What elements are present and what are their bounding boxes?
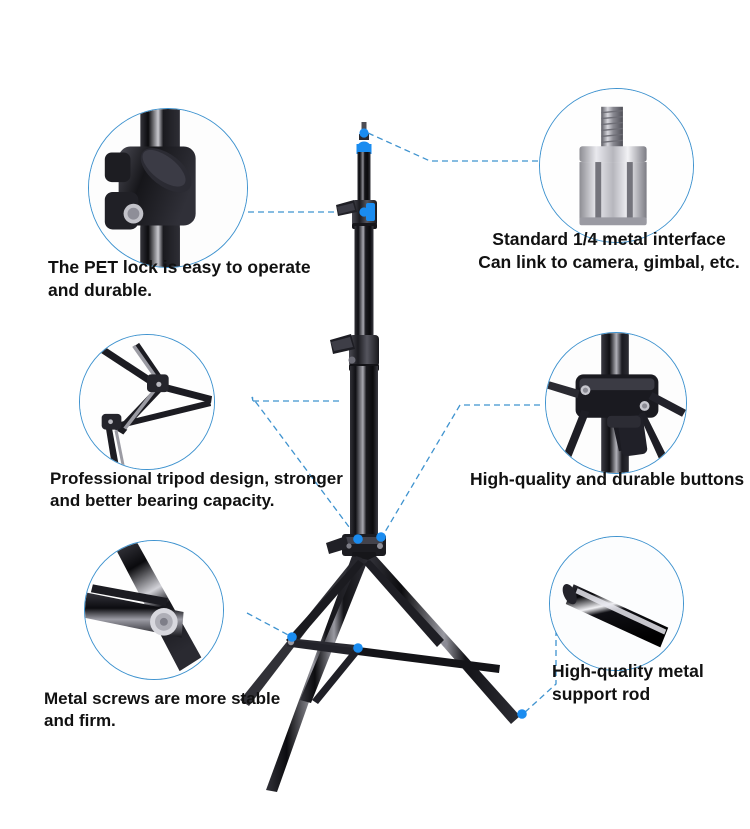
lock-clamp-photo [89,109,247,267]
hub-buttons-photo [546,333,686,473]
black-rod-photo [550,537,683,670]
callout-pet-lock [88,108,248,268]
tripod-legs-photo [80,335,214,469]
callout-durable-buttons [545,332,687,474]
caption-tripod-design: Professional tripod design, stronger and… [50,469,343,511]
caption-pet-lock: The PET lock is easy to operate and dura… [48,257,311,301]
callout-metal-screws [84,540,224,680]
callout-support-rod [549,536,684,671]
quarter-inch-screw-photo [540,89,693,242]
caption-metal-screws: Metal screws are more stable and firm. [44,689,281,731]
caption-support-rod: High-quality metal support rod [552,661,704,705]
callout-metal-interface [539,88,694,243]
caption-metal-interface: Standard 1/4 metal interface Can link to… [478,229,740,273]
brace-screw-photo [85,541,223,679]
caption-durable-buttons: High-quality and durable buttons [470,469,745,489]
callout-tripod-design [79,334,215,470]
